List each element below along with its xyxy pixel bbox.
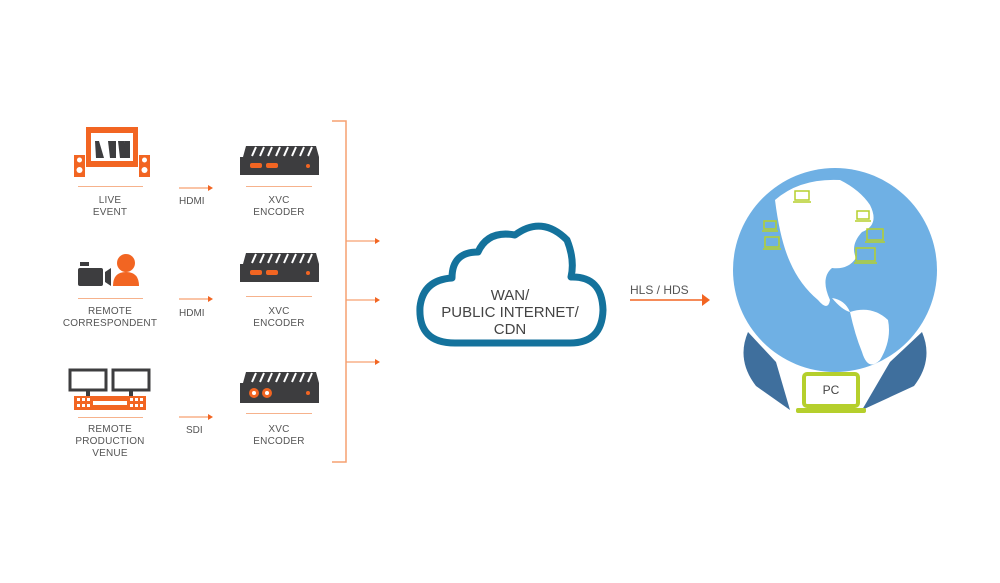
label-line: CORRESPONDENT — [62, 318, 158, 329]
delivery-arrow — [630, 294, 710, 306]
source-divider-1 — [78, 186, 143, 187]
label-line: ENCODER — [253, 207, 305, 218]
encoder-icon-3 — [240, 372, 319, 403]
connection-label-3: SDI — [186, 425, 203, 436]
encoder-divider-1 — [246, 186, 312, 187]
aggregation-bracket — [332, 120, 380, 463]
encoder-label-1: XVC ENCODER — [229, 195, 329, 219]
camera-person-icon — [78, 254, 139, 286]
stage-icon — [74, 127, 150, 177]
source-label-remote-correspondent: REMOTE CORRESPONDENT — [55, 306, 165, 330]
label-line: LIVE — [98, 195, 122, 206]
pc-laptop-icon — [796, 372, 866, 413]
connection-arrow-2 — [179, 296, 213, 302]
cloud-icon — [416, 222, 607, 347]
label-line: XVC — [268, 195, 290, 206]
label-line: XVC — [268, 306, 290, 317]
label-line: XVC — [268, 424, 290, 435]
source-divider-3 — [78, 417, 143, 418]
connection-arrow-1 — [179, 185, 213, 191]
connection-label-1: HDMI — [179, 196, 205, 207]
source-divider-2 — [78, 298, 143, 299]
encoder-divider-3 — [246, 413, 312, 414]
encoder-divider-2 — [246, 296, 312, 297]
ribbon-left — [743, 332, 790, 410]
ribbon-right — [862, 332, 927, 410]
label-line: CDN — [493, 321, 527, 338]
encoder-icon-1 — [240, 146, 319, 175]
encoder-label-2: XVC ENCODER — [229, 306, 329, 330]
pc-label: PC — [822, 383, 840, 397]
label-line: VENUE — [92, 448, 128, 459]
cloud-label: WAN/ PUBLIC INTERNET/ CDN — [430, 287, 590, 338]
encoder-icon-2 — [240, 253, 319, 282]
label-line: REMOTE — [88, 306, 132, 317]
production-desk-icon — [68, 368, 151, 410]
encoder-label-3: XVC ENCODER — [229, 424, 329, 448]
connection-arrow-3 — [179, 414, 213, 420]
delivery-protocol-label: HLS / HDS — [630, 283, 689, 297]
globe-icon — [733, 168, 937, 372]
viewer-devices — [762, 190, 885, 264]
label-line: ENCODER — [253, 318, 305, 329]
label-line: REMOTE — [88, 424, 132, 435]
source-label-live-event: LIVE EVENT — [60, 195, 160, 219]
label-line: WAN/ — [490, 287, 530, 304]
label-line: PUBLIC INTERNET/ — [441, 304, 579, 321]
source-label-remote-production-venue: REMOTE PRODUCTION VENUE — [60, 424, 160, 460]
label-line: PRODUCTION — [75, 436, 145, 447]
connection-label-2: HDMI — [179, 308, 205, 319]
label-line: EVENT — [92, 207, 128, 218]
label-line: ENCODER — [253, 436, 305, 447]
